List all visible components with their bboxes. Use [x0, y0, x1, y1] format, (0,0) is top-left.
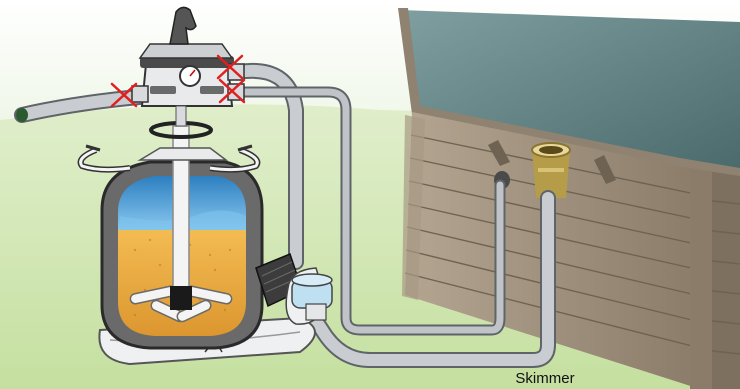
skimmer-label: Skimmer	[470, 370, 620, 387]
skimmer	[532, 143, 570, 198]
pool-post-corner	[690, 168, 712, 389]
pipe-end-cap	[16, 108, 28, 122]
